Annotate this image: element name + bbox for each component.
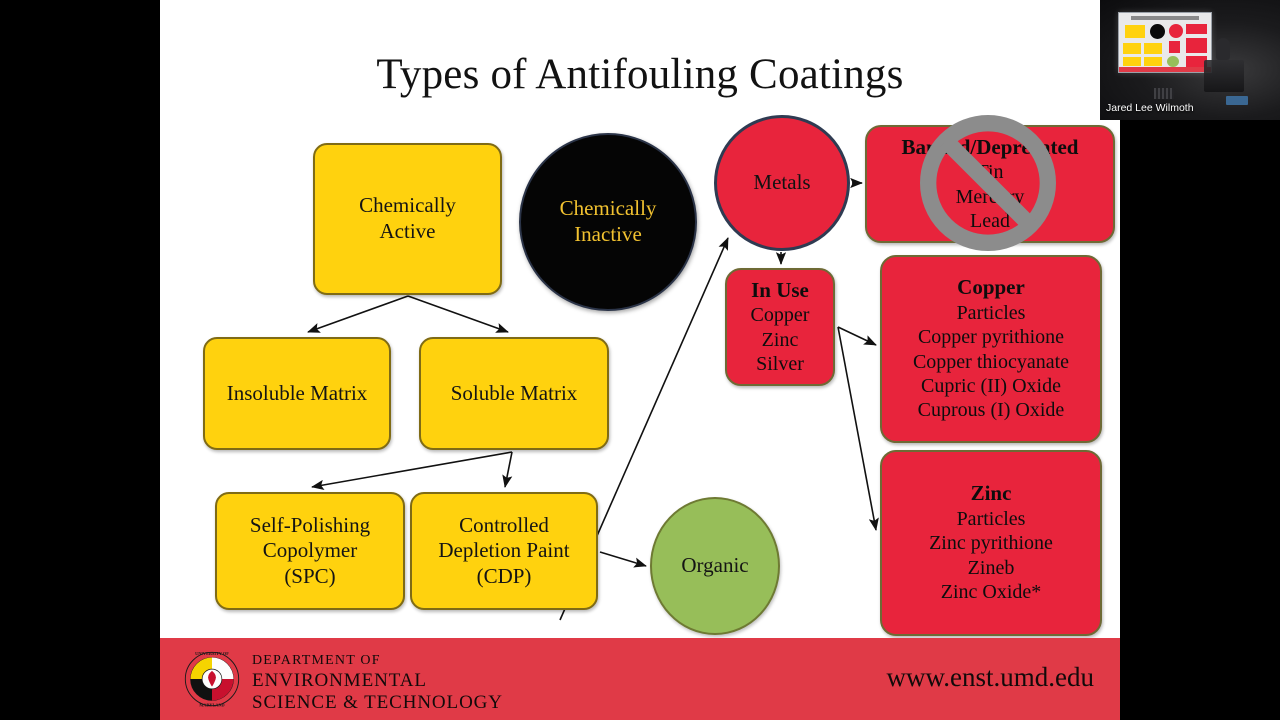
node-line: Soluble Matrix [450,380,578,405]
node-line: Zineb [967,556,1015,579]
node-line: Active [379,219,436,243]
node-line: Insoluble Matrix [226,380,368,405]
node-line: Cupric (II) Oxide [921,375,1061,397]
webcam-thumbnail[interactable]: Jared Lee Wilmoth [1100,0,1280,120]
node-header: In Use [751,277,809,302]
dept-line-1: DEPARTMENT OF [252,653,381,668]
node-line: Mercury [955,185,1025,208]
mini-slide-title [1131,16,1199,20]
node-controlled-depletion-paint[interactable]: Controlled Depletion Paint (CDP) [410,492,598,610]
node-header: Zinc [970,481,1012,506]
node-line: (SPC) [284,563,336,588]
webcam-wall-vent [1154,88,1174,99]
webcam-laptop [1226,96,1248,105]
slide-footer: UNIVERSITY OF MARYLAND DEPARTMENT OF ENV… [160,638,1120,720]
dept-line-2: ENVIRONMENTAL [252,669,427,691]
node-chemically-inactive[interactable]: Chemically Inactive [519,133,697,311]
mini-shape [1186,56,1207,67]
webcam-presenter [1216,38,1230,60]
node-chemically-active[interactable]: Chemically Active [313,143,502,295]
node-banned-deprecated[interactable]: Banned/Deprecated Tin Mercury Lead [865,125,1115,243]
footer-url[interactable]: www.enst.umd.edu [886,662,1094,692]
node-line: Organic [681,553,749,578]
node-metals[interactable]: Metals [714,115,850,251]
presentation-slide: Types of Antifouling Coatings [160,0,1120,720]
mini-shape [1150,24,1165,39]
webcam-podium [1204,60,1244,92]
node-self-polishing-copolymer[interactable]: Self-Polishing Copolymer (SPC) [215,492,405,610]
node-header: Copper [957,275,1025,300]
node-line: Copper pyrithione [917,326,1065,349]
node-line: Tin [976,161,1004,184]
node-insoluble-matrix[interactable]: Insoluble Matrix [203,337,391,450]
diagram-connectors [307,177,879,621]
mini-slide-footer [1119,67,1211,72]
mini-shape [1123,57,1141,66]
webcam-projected-slide [1118,12,1212,73]
node-line: Particles [956,508,1026,531]
node-line: Copper thiocyanate [912,350,1070,373]
node-organic[interactable]: Organic [650,497,780,635]
dept-line-3: SCIENCE & TECHNOLOGY [252,691,503,713]
mini-shape [1186,24,1207,34]
node-soluble-matrix[interactable]: Soluble Matrix [419,337,609,450]
node-line: Cuprous (I) Oxide [917,399,1065,422]
department-name: DEPARTMENT OF ENVIRONMENTAL SCIENCE & TE… [252,653,503,714]
mini-shape [1125,25,1145,38]
node-line: Lead [970,210,1010,232]
node-line: Metals [753,170,811,195]
mini-shape [1144,43,1162,54]
node-line: Chemically [559,196,657,221]
node-line: Copper [750,304,810,327]
participant-name-label: Jared Lee Wilmoth [1106,102,1194,114]
node-in-use[interactable]: In Use Copper Zinc Silver [725,268,835,386]
node-zinc[interactable]: Zinc Particles Zinc pyrithione Zineb Zin… [880,450,1102,636]
node-line: Inactive [574,222,642,246]
node-header: Banned/Deprecated [901,134,1079,159]
node-line: (CDP) [476,563,532,588]
node-line: Copolymer [262,538,358,563]
mini-shape [1169,41,1180,53]
node-line: Depletion Paint [438,538,570,563]
node-line: Self-Polishing [249,512,371,537]
node-copper[interactable]: Copper Particles Copper pyrithione Coppe… [880,255,1102,443]
node-line: Zinc Oxide* [940,581,1042,604]
node-line: Chemically [359,193,456,218]
mini-shape [1144,57,1162,66]
mini-shape [1167,56,1179,67]
page-title: Types of Antifouling Coatings [376,51,904,98]
umd-seal-icon: UNIVERSITY OF MARYLAND [183,650,241,708]
svg-text:MARYLAND: MARYLAND [199,702,224,707]
node-line: Zinc [761,328,799,351]
mini-shape [1169,24,1183,38]
mini-shape [1123,43,1141,54]
svg-text:UNIVERSITY OF: UNIVERSITY OF [195,651,229,656]
node-line: Zinc pyrithione [929,532,1053,555]
node-line: Particles [956,301,1026,324]
mini-shape [1186,38,1207,53]
node-line: Silver [756,353,804,375]
node-line: Controlled [459,512,549,537]
